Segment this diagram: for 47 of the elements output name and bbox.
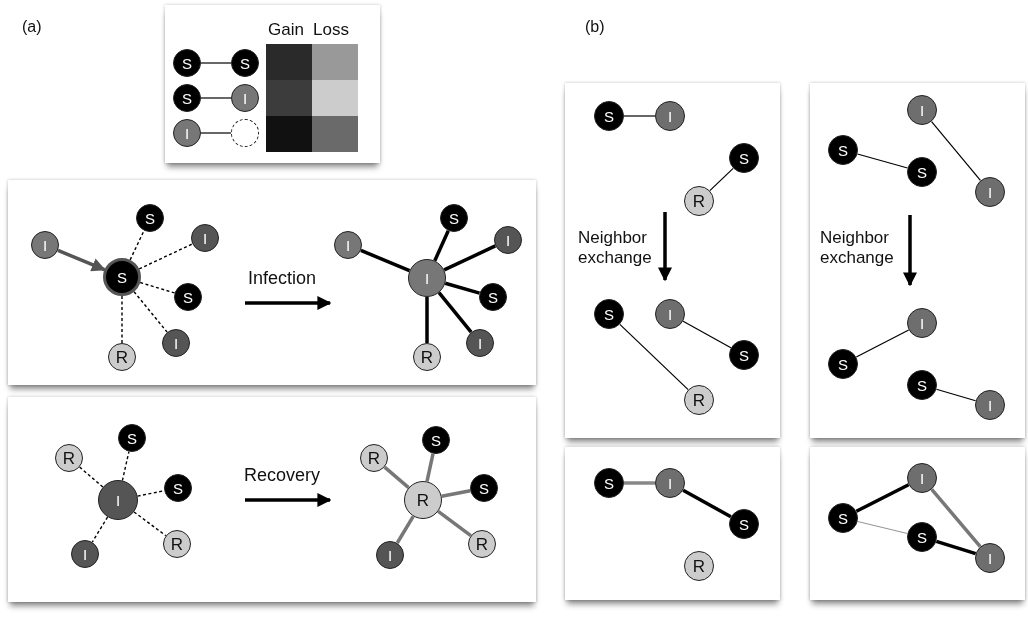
connector-line <box>930 488 982 548</box>
step-label: Infection <box>248 268 317 289</box>
connector-line <box>443 244 497 272</box>
connector-line <box>138 243 194 270</box>
connector-line <box>931 120 981 182</box>
arrow <box>57 248 106 272</box>
connector-line <box>136 490 165 497</box>
connector-line <box>624 481 655 485</box>
column-heading: Gain <box>268 20 304 40</box>
connector-line <box>433 230 450 262</box>
connector-line <box>682 320 732 349</box>
connector-line <box>855 329 910 358</box>
panel-label: (a) <box>22 18 42 36</box>
connector-line <box>91 516 109 543</box>
connector-line <box>441 489 471 499</box>
connector-line <box>78 466 104 488</box>
connector-line <box>935 539 977 556</box>
connector-line <box>129 229 145 261</box>
connector-line <box>121 295 123 344</box>
connector-line <box>200 62 232 64</box>
connector-line <box>133 511 167 537</box>
connector-line <box>856 153 909 169</box>
connector-line <box>437 291 473 334</box>
connector-line <box>425 297 429 343</box>
connector-line <box>200 132 232 134</box>
step-label: Neighbor exchange <box>820 228 892 269</box>
connector-line <box>383 465 410 489</box>
connector-line <box>121 450 130 482</box>
connector-line <box>200 97 232 99</box>
connector-line <box>619 323 689 391</box>
connector-line <box>709 167 734 192</box>
connector-line <box>682 488 732 519</box>
connector-line <box>133 291 168 333</box>
connector-line <box>855 483 910 513</box>
step-label: Recovery <box>244 465 321 486</box>
connector-line <box>395 515 415 544</box>
column-heading: Loss <box>313 20 349 40</box>
connector-line <box>425 453 435 482</box>
connector-line <box>623 115 656 117</box>
connector-line <box>935 388 977 402</box>
connector-line <box>444 281 481 295</box>
connector-line <box>360 248 411 273</box>
step-label: Neighbor exchange <box>578 228 650 269</box>
connector-line <box>437 509 472 538</box>
connector-line <box>857 520 908 535</box>
connector-line <box>139 281 176 294</box>
panel-label: (b) <box>585 18 605 36</box>
